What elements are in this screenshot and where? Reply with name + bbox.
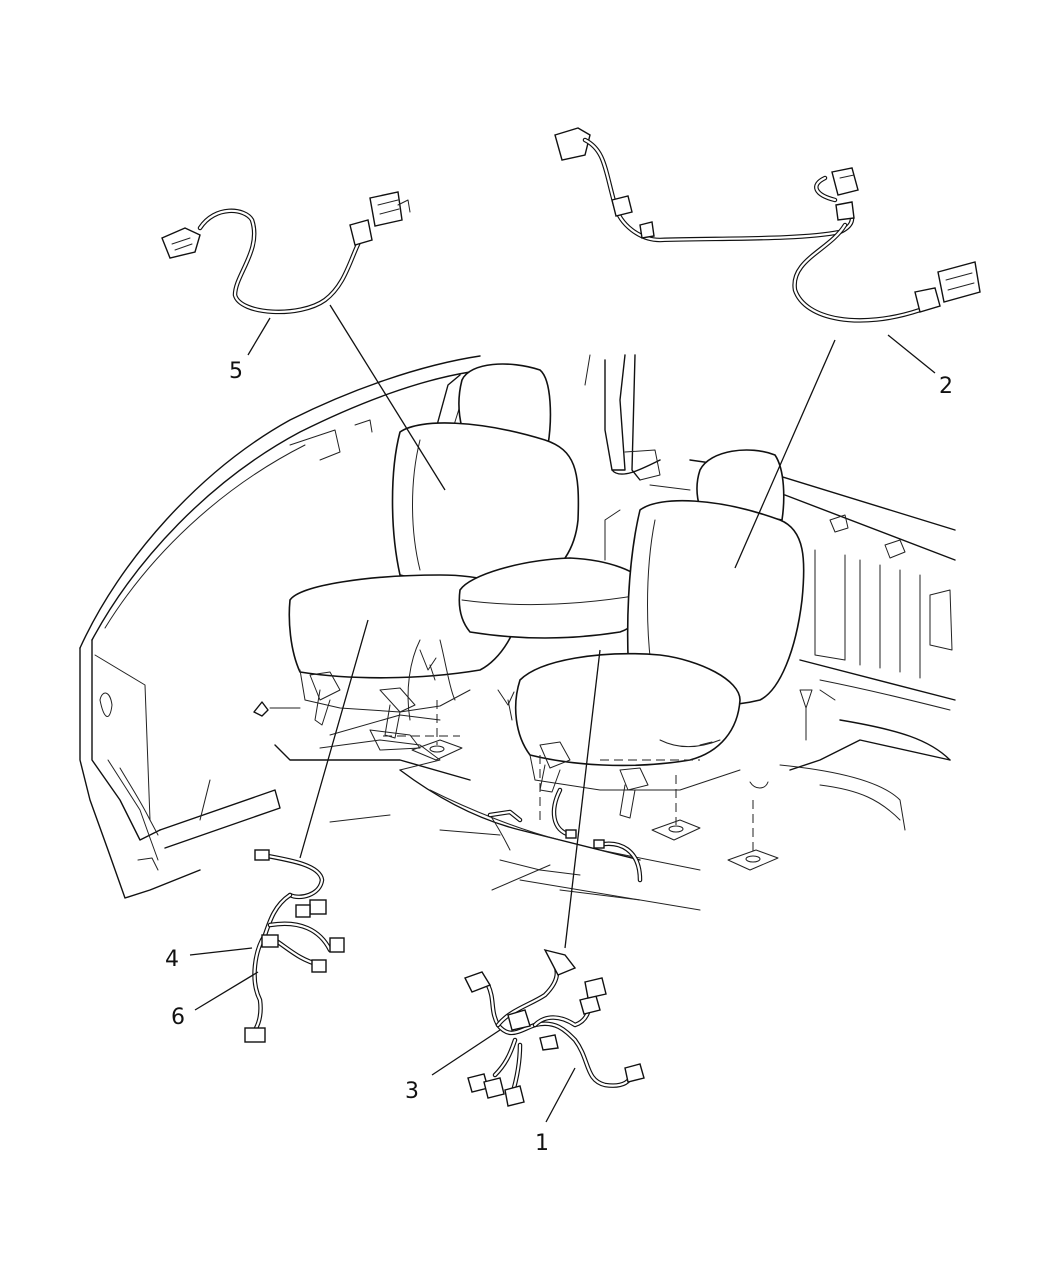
- floor-harness: [487, 787, 643, 883]
- callout-2: 2: [939, 374, 953, 399]
- left-seat: [253, 363, 647, 739]
- harness-1-3: [464, 948, 645, 1107]
- cab-body: [79, 354, 956, 911]
- callout-5: 5: [229, 359, 243, 384]
- callout-1: 1: [535, 1131, 549, 1156]
- callout-6: 6: [171, 1005, 185, 1030]
- callout-4: 4: [165, 947, 179, 972]
- harness-5: [161, 191, 411, 315]
- leader-lines: [189, 304, 936, 1123]
- callouts: 5 2 4 6 3 1: [165, 359, 953, 1156]
- harness-4-6: [244, 849, 345, 1043]
- callout-3: 3: [405, 1079, 419, 1104]
- floor-anchors: [411, 739, 779, 871]
- harness-2: [554, 127, 981, 323]
- right-seat: [497, 449, 813, 819]
- alignment-lines: [383, 700, 754, 855]
